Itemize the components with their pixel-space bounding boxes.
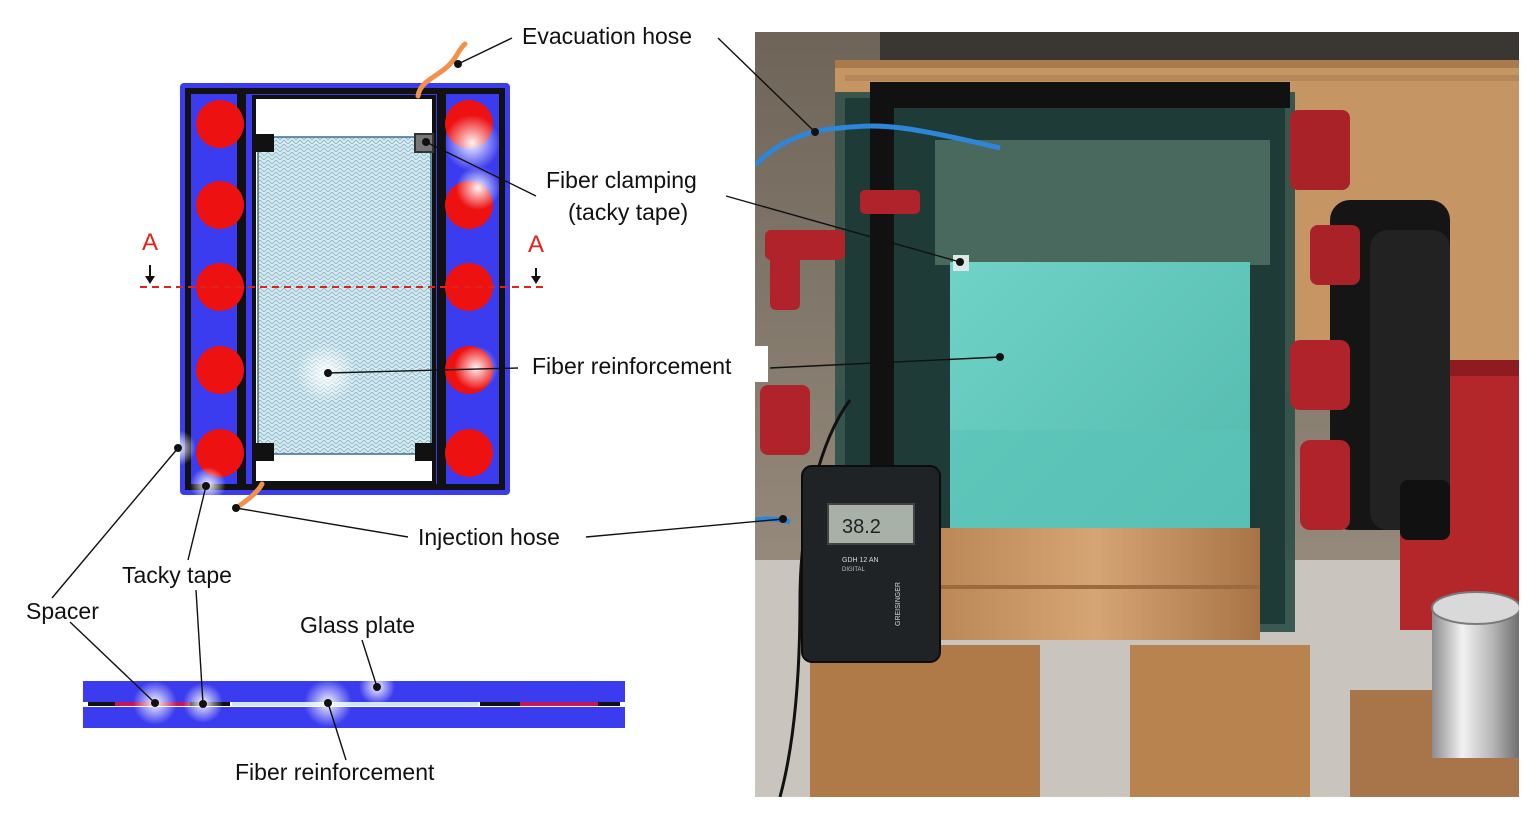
clamp-bottom-right: [415, 443, 433, 461]
right-tape-strip: [437, 91, 446, 487]
device-display-value: 38.2: [842, 516, 881, 538]
evacuation-hose-photo: [755, 123, 1001, 167]
clamps-left: [760, 190, 920, 455]
wooden-beam: [930, 528, 1260, 640]
leader-clamp-right: [725, 195, 961, 263]
label-spacer: Spacer: [26, 598, 99, 624]
label-fiber-clamping: Fiber clamping: [546, 167, 697, 193]
tacky-tape-outline: [185, 88, 505, 490]
label-glass-plate: Glass plate: [300, 612, 415, 638]
leader-glass-plate: [361, 639, 378, 688]
experiment-photo: 38.2 GDH 12 AN DIGITAL GREISINGER: [755, 32, 1519, 797]
clamp-top-left: [256, 134, 274, 152]
cross-section-view: [83, 669, 625, 728]
label-tacky-tape-paren: (tacky tape): [568, 199, 688, 225]
leader-tacky-tape-section: [195, 589, 204, 705]
measurement-device: 38.2 GDH 12 AN DIGITAL GREISINGER: [778, 399, 941, 797]
label-fiber-reinforcement: Fiber reinforcement: [532, 353, 732, 379]
labels: Evacuation hose Fiber clamping (tacky ta…: [26, 23, 768, 785]
leader-fiber-right: [769, 356, 1001, 369]
section-arrow-left-icon: [145, 265, 155, 284]
dry-fiber: [935, 140, 1270, 265]
label-tacky-tape: Tacky tape: [122, 562, 232, 588]
device-model-line1: GDH 12 AN: [842, 557, 879, 564]
evacuation-hose-schematic: [415, 41, 468, 99]
tin-can: [1431, 591, 1519, 758]
leader-clamp-left: [425, 141, 537, 197]
leader-fiber-left: [327, 367, 519, 374]
leader-fiber-section: [327, 702, 347, 761]
clamps-right: [1290, 110, 1450, 540]
leader-evac-right: [717, 37, 816, 133]
spacer-circles-left: [196, 100, 244, 477]
label-injection-hose: Injection hose: [418, 524, 560, 550]
leader-evac-left: [457, 37, 513, 65]
leader-dots: [151, 60, 1004, 708]
fiber-reinforcement-area: [257, 136, 432, 455]
plan-view-schematic: A A: [140, 41, 545, 511]
wood-block-right: [1130, 645, 1310, 797]
leader-lines: [51, 37, 1001, 761]
wood-block-left: [810, 645, 1040, 797]
leader-tacky-tape: [187, 485, 207, 561]
clamp-bottom-left: [256, 443, 274, 461]
leader-spacer-bottom: [69, 621, 156, 704]
section-arrow-right-icon: [531, 268, 541, 284]
label-evacuation-hose: Evacuation hose: [522, 23, 692, 49]
device-model-line2: DIGITAL: [842, 567, 866, 573]
section-marker-right: A: [528, 231, 544, 258]
label-fiber-reinforcement-section: Fiber reinforcement: [235, 759, 435, 785]
leader-injection-right: [585, 518, 784, 538]
device-brand: GREISINGER: [895, 582, 902, 626]
leader-injection-left: [235, 507, 409, 538]
leader-spacer-top: [51, 447, 179, 599]
section-marker-left: A: [142, 229, 158, 256]
